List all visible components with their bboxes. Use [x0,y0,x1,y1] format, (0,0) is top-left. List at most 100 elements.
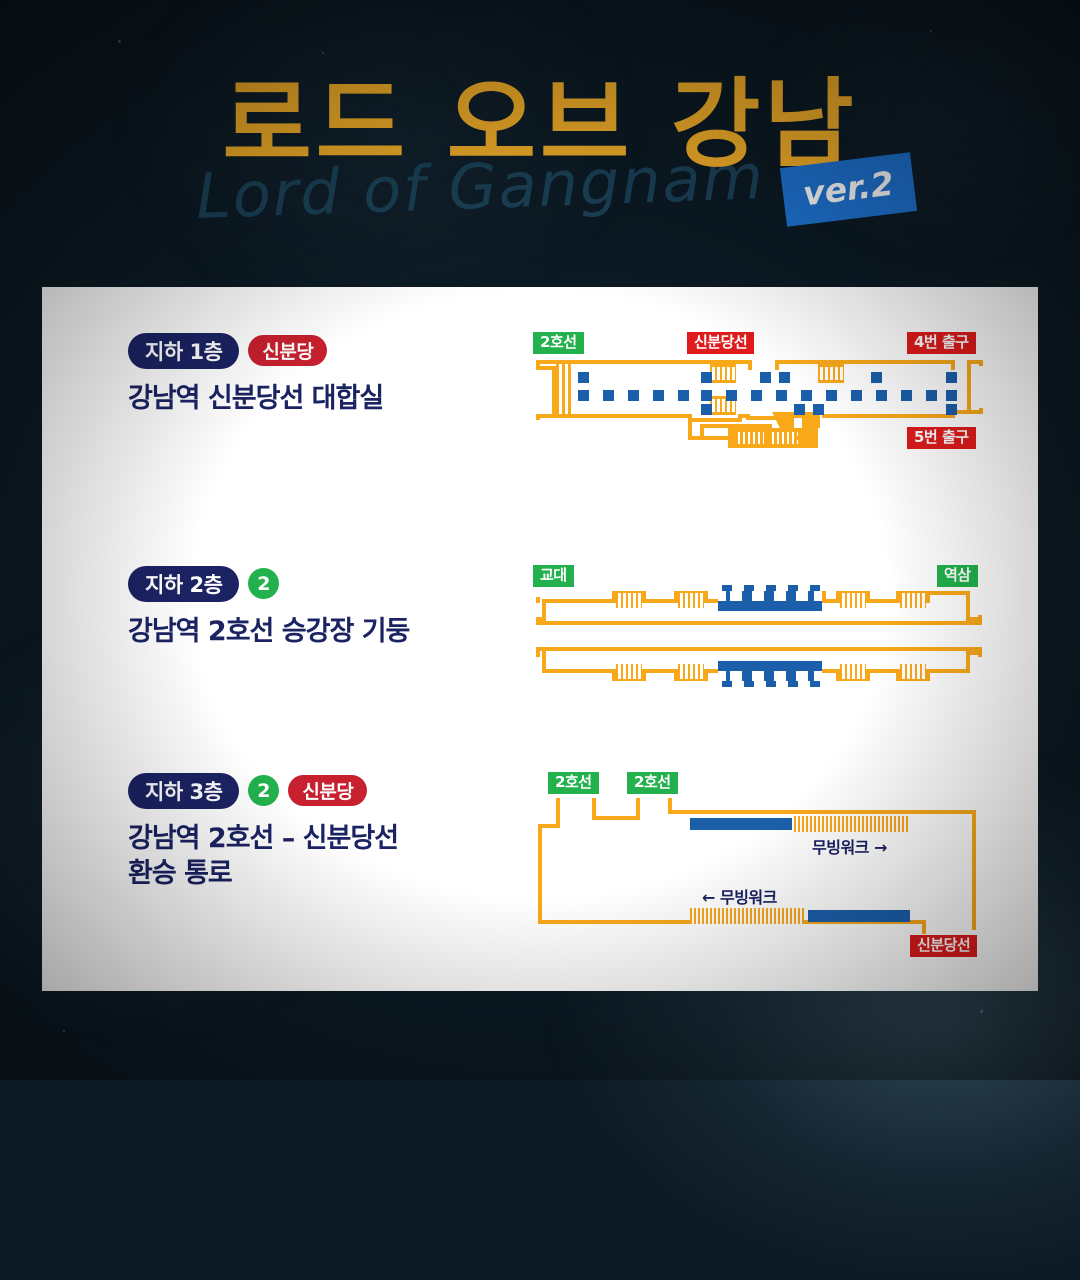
platform-notch [718,591,726,601]
diagram-tag-line2-a: 2호선 [548,772,599,794]
pillar [794,404,805,415]
pillar [901,390,912,401]
pillar [801,390,812,401]
stair-comb [556,364,574,418]
corridor-wall [746,416,776,420]
annex-wall [804,424,808,434]
line-badge-sinbundang: 신분당 [248,335,328,366]
floor-badge: 지하 3층 [128,772,240,809]
diagram-tag-yeoksam: 역삼 [937,565,978,587]
corridor-wall [688,418,738,422]
platform-wall [536,597,540,603]
floor-badge: 지하 1층 [128,332,240,369]
platform-notch [752,671,764,681]
pillar [701,404,712,415]
pillar [578,372,589,383]
pillar [776,390,787,401]
corridor-wall [536,414,688,418]
corridor-wall [972,810,976,930]
platform-notch [796,671,808,681]
content-card: 지하 1층 신분당 강남역 신분당선 대합실 2호선 신분당선 4번 출구 5번… [42,287,1038,991]
corridor-wall [822,414,954,418]
badge-group: 지하 3층 2 신분당 [128,772,458,809]
corridor-wall [922,920,926,934]
pillar [813,404,824,415]
platform-notch [814,591,822,601]
escalator-comb [738,432,764,444]
corridor-wall [636,798,640,818]
section-title: 강남역 2호선 – 신분당선 환승 통로 [128,823,399,889]
background-speck [63,1030,65,1032]
line-badge-line2: 2 [248,775,280,806]
corridor-wall [538,824,542,924]
pillar [876,390,887,401]
platform-wall [542,599,614,603]
escalator-frame [710,380,736,383]
header: Lord of Gangnam 로드 오브 강남 ver.2 [0,0,1080,287]
pillar [578,390,589,401]
corridor-wall [738,414,746,418]
platform-notch [796,591,808,601]
moving-walk-label-left: ← 무빙워크 [702,888,777,907]
corridor-wall [748,360,752,370]
platform-wall [536,651,540,657]
platform-notch [752,591,764,601]
platform-wall [542,669,614,673]
platform-wall [866,599,898,603]
diagram-tag-gyodae: 교대 [533,565,574,587]
escalator-comb [818,367,844,380]
pillar [678,390,689,401]
track-line [536,621,982,625]
platform-wall [866,669,898,673]
escalator-comb [710,367,736,380]
diagram-tag-exit-5: 5번 출구 [907,427,976,449]
diagram-b2-platform: 교대 역삼 [522,565,1002,687]
corridor-wall [967,360,971,414]
pillar [946,404,957,415]
moving-walk-comb [794,816,908,832]
pillar [701,390,712,401]
pillar [946,390,957,401]
platform-notch [774,591,786,601]
section-title: 강남역 신분당선 대합실 [128,383,384,414]
corridor-wall [775,360,955,364]
pillar [751,390,762,401]
floor-badge: 지하 2층 [128,565,240,602]
moving-walk-label-right: 무빙워크 → [812,838,887,857]
corridor-wall [951,360,955,370]
platform-wall [926,669,970,673]
corridor-wall [592,816,640,820]
diagram-tag-exit-4: 4번 출구 [907,332,976,354]
walkway-block [808,910,910,922]
stair-comb [616,664,642,679]
pillar [701,372,712,383]
badge-group: 지하 1층 신분당 [128,332,458,369]
diagram-tag-sinbundang: 신분당선 [910,935,978,957]
stair-comb [840,593,866,608]
pillar [871,372,882,383]
corridor-wall [592,798,596,818]
pillar [779,372,790,383]
pillar [760,372,771,383]
escalator-frame [710,412,736,415]
line-badge-line2: 2 [248,568,280,599]
corridor-wall [668,810,976,814]
platform-notch [718,671,726,681]
pillar [603,390,614,401]
moving-walk-comb [690,908,804,924]
annex-wall [794,436,816,440]
platform-notch [814,671,822,681]
walkway-block [690,818,792,830]
stair-comb [900,593,926,608]
platform-wall [822,591,826,603]
floor-labels-b1: 지하 1층 신분당 강남역 신분당선 대합실 [128,332,458,417]
pillar [851,390,862,401]
platform-wall [642,669,676,673]
line-badge-sinbundang: 신분당 [288,775,368,806]
floor-labels-b3: 지하 3층 2 신분당 강남역 2호선 – 신분당선 환승 통로 [128,772,458,891]
corridor-wall [979,360,983,366]
diagram-tag-line2-b: 2호선 [627,772,678,794]
platform-wall [926,591,970,595]
pillar [653,390,664,401]
badge-group: 지하 2층 2 [128,565,458,602]
